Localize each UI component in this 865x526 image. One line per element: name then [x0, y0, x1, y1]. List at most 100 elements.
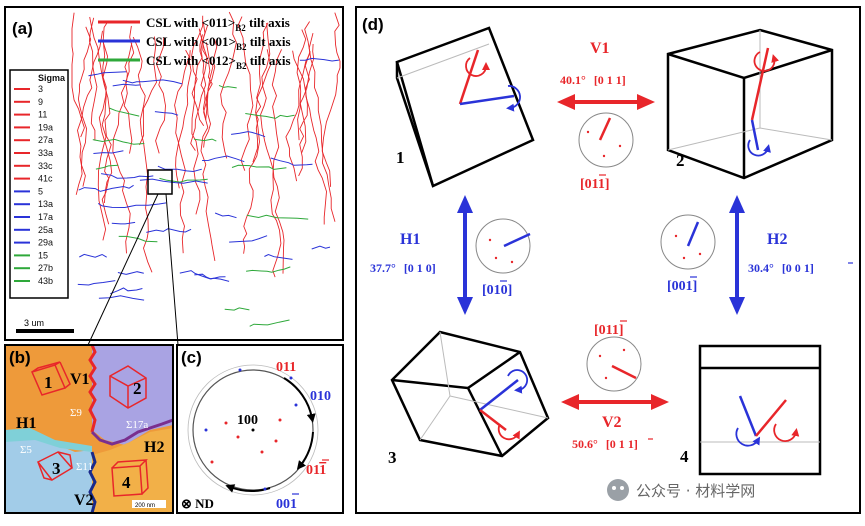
scale-bar-a-text: 3 um: [24, 318, 44, 328]
pole-dot: [263, 487, 267, 491]
panel-c-label: (c): [181, 348, 202, 367]
op-b-v1: V1: [70, 371, 90, 388]
grain-boundary: [299, 43, 315, 153]
sigma-label: 15: [38, 250, 48, 260]
grain-boundary: [157, 165, 202, 173]
variant-d-4: 4: [680, 447, 689, 466]
grain-boundary: [154, 111, 179, 116]
grain-boundary: [242, 22, 269, 254]
op-b-v2: V2: [74, 492, 94, 509]
grain-boundary: [252, 49, 271, 163]
op-h1-pole-figure: [475, 218, 531, 274]
sigma-label: 11: [38, 110, 47, 120]
panel-a-label: (a): [12, 19, 33, 38]
op-v1-pole-line: [598, 117, 612, 141]
grain-boundary: [93, 150, 124, 154]
boundary-label-sigma9: Σ9: [70, 407, 82, 419]
grain-boundary: [321, 12, 341, 187]
sigma-label: 33c: [38, 161, 53, 171]
sigma-label: 43b: [38, 276, 53, 286]
sigma-legend-box: [9, 69, 69, 299]
legend-text-011: CSL with <011>B2 tilt axis: [146, 15, 290, 33]
axis-red: [750, 47, 770, 121]
grain-boundary: [304, 51, 327, 225]
grain-boundary: [98, 20, 113, 204]
grain-boundary: [224, 307, 250, 311]
sigma-title: Sigma: [38, 73, 66, 83]
rotation-red: [497, 423, 520, 441]
grain-boundary: [311, 245, 331, 250]
cube-d-4: [698, 344, 822, 476]
sigma-label: 29a: [38, 238, 53, 248]
variant-b-1: 1: [44, 373, 53, 392]
sigma-label: 13a: [38, 199, 53, 209]
rotation-arrow-1: [283, 377, 316, 423]
op-v1-pole-figure: [578, 112, 634, 168]
rotation-red: [753, 51, 779, 72]
sigma-label: 25a: [38, 225, 53, 235]
rotation-blue: [507, 369, 529, 394]
sigma-label: 33a: [38, 148, 53, 158]
sigma-legend: Sigma 391119a27a33a33c41c513a17a25a29a15…: [9, 69, 69, 299]
grain-boundary: [110, 287, 143, 295]
op-h1-angle: 37.7°[0 1 0]: [370, 261, 436, 275]
panel-d-label: (d): [362, 15, 384, 34]
panel-c: (c) 100 011 010 011 001 ⊗ ND: [176, 344, 344, 514]
grain-boundary: [218, 84, 237, 89]
grain-boundary: [246, 214, 309, 220]
boundary-label-sigma11: Σ11: [76, 461, 93, 473]
panel-d: (d) 1 2: [355, 6, 861, 514]
panel-b: (b) 1 2 3 4 V1 H1 H2 V2 Σ9 Σ17a Σ5 Σ11 2…: [4, 344, 174, 514]
operation-h2: H2 30.4°[0 0 1] [001]: [660, 195, 853, 315]
axis-blue: [459, 94, 515, 106]
grain-boundary: [97, 202, 167, 209]
grain-boundary: [98, 295, 145, 301]
cube-d-2: [666, 28, 834, 180]
csl-legend: CSL with <011>B2 tilt axis CSL with <001…: [98, 15, 291, 71]
grain-boundary: [109, 107, 140, 117]
op-h1-pole-line: [503, 232, 531, 248]
op-v2-angle: 50.6°[0 1 1]: [572, 437, 638, 451]
grain-2: [92, 345, 173, 445]
pole-dot: [210, 460, 214, 464]
sigma-label: 27a: [38, 135, 53, 145]
pole-dot: [278, 418, 282, 422]
pole-dot: [238, 368, 242, 372]
grain-boundary: [194, 138, 217, 142]
cube-b-3: [36, 451, 74, 481]
grain-boundary: [117, 271, 144, 275]
grain-boundary: [203, 38, 218, 148]
op-v1-angle: 40.1°[0 1 1]: [560, 73, 626, 87]
op-b-h1: H1: [16, 415, 36, 432]
nd-label: ⊗ ND: [181, 496, 214, 511]
grain-boundary: [89, 16, 112, 225]
pole-figure-outer: [187, 364, 319, 496]
sigma-label: 41c: [38, 174, 53, 184]
wechat-icon: [607, 479, 629, 501]
boundary-label-sigma5: Σ5: [20, 444, 32, 456]
cube-b-1: [30, 361, 71, 396]
legend-text-001: CSL with <001>B2 tilt axis: [146, 34, 291, 52]
grain-boundary: [79, 253, 107, 258]
sigma-label: 3: [38, 84, 43, 94]
grain-boundary: [202, 155, 245, 163]
rotation-red: [773, 423, 800, 442]
grain-boundary: [194, 273, 226, 280]
grain-boundary: [112, 43, 133, 254]
pole-figure-circle: [192, 369, 314, 491]
grain-boundary: [190, 34, 207, 151]
grain-boundary: [95, 164, 119, 170]
pole-01-1: 011: [306, 463, 326, 478]
pole-dot: [236, 435, 240, 439]
grain-boundary: [245, 113, 295, 119]
pole-dot: [294, 403, 298, 407]
zoom-line-right: [165, 193, 179, 346]
grain-boundary: [285, 21, 311, 182]
pole-100: 100: [237, 413, 258, 428]
grain-boundary: [118, 235, 158, 243]
operation-v1: V1 40.1°[0 1 1] [011]: [557, 40, 655, 192]
watermark: 公众号 · 材料学网: [607, 479, 755, 501]
boundary-v2: [88, 451, 97, 513]
